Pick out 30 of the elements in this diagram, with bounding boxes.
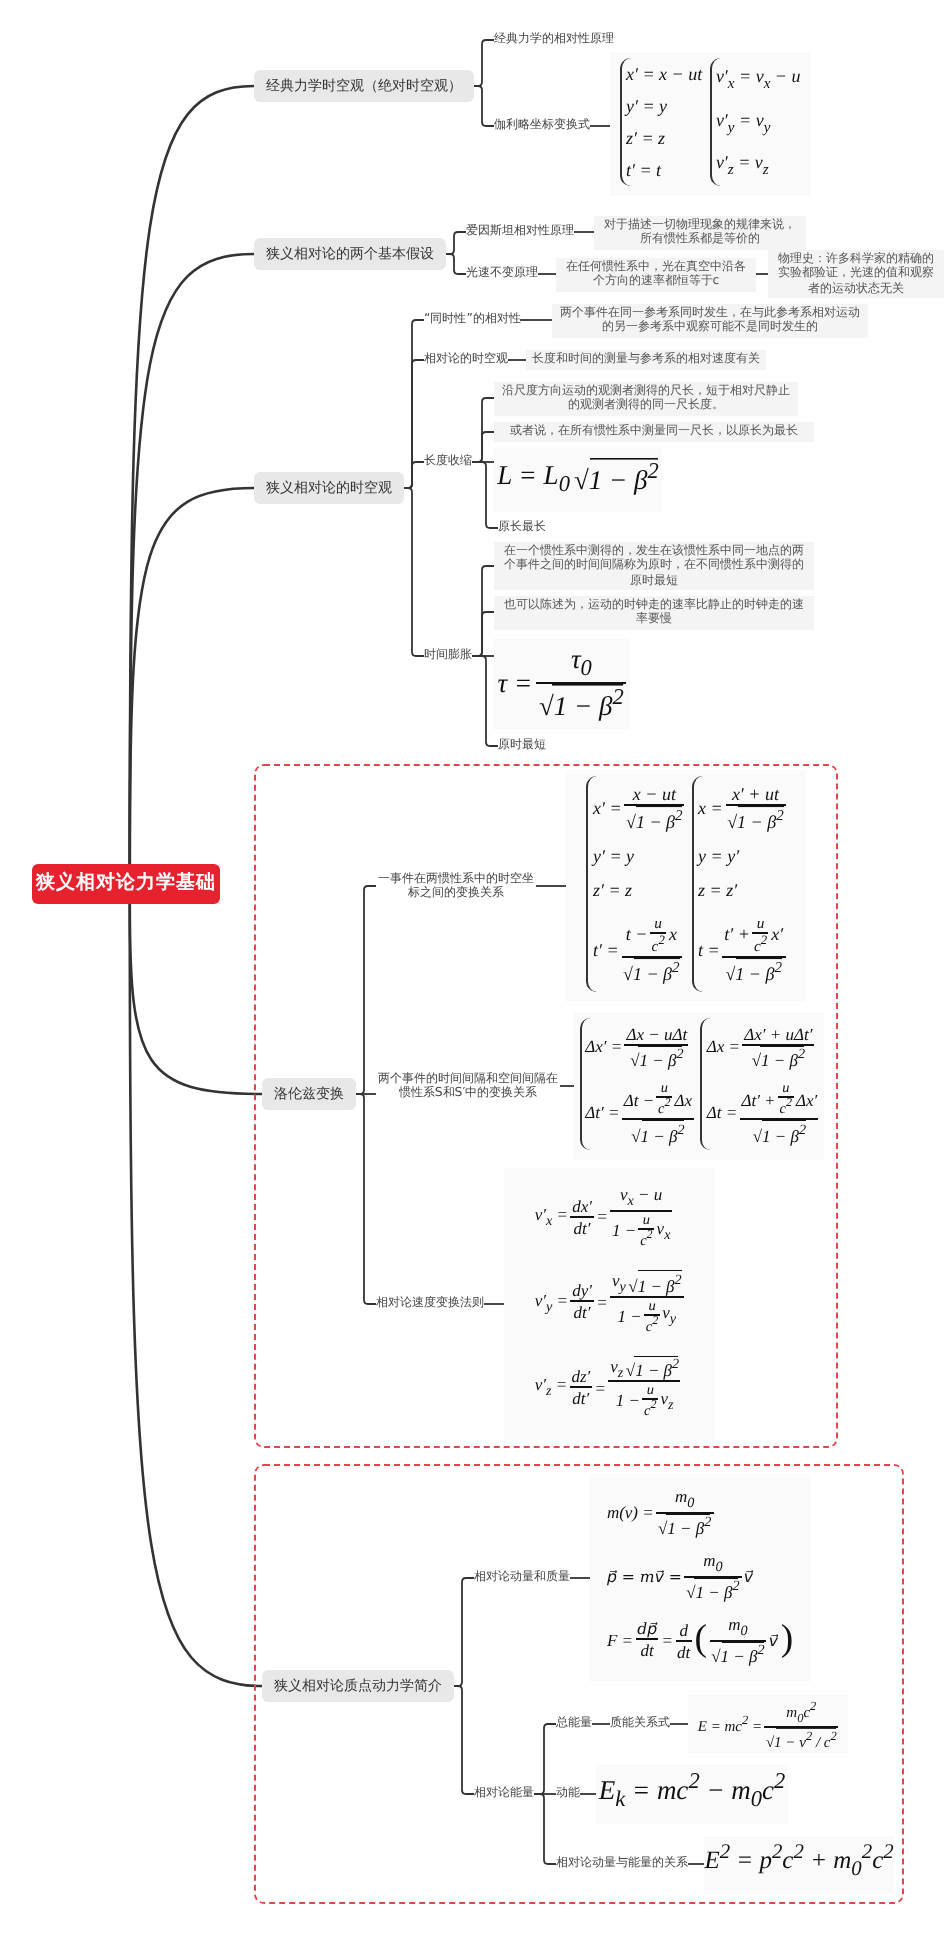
connector xyxy=(569,1577,591,1579)
formula-box: E$_{k}$ = mc$^{2}$ − m$_{0}$c$^{2}$ xyxy=(596,1764,788,1824)
connector xyxy=(483,1303,505,1305)
connector xyxy=(535,885,567,887)
formula-box: τ = τ$_{0}$ √1 − β$^{2}$ xyxy=(494,638,630,730)
connector xyxy=(519,319,553,321)
connector xyxy=(445,253,467,275)
connector xyxy=(669,1723,689,1725)
branch-curve xyxy=(128,486,255,864)
formula-box: L = L$_{0}$√1 − β$^{2}$ xyxy=(494,448,662,512)
connector xyxy=(591,1723,611,1725)
formula-box: E$^{2}$ = p$^{2}$c$^{2}$ + m$_{0}$$^{2}$c$^{2}$ xyxy=(704,1835,894,1893)
dashed-frame xyxy=(254,764,838,1448)
connector xyxy=(589,125,611,127)
connector xyxy=(755,273,769,275)
dashed-frame xyxy=(254,1464,904,1904)
connector xyxy=(453,1685,475,1795)
connector xyxy=(473,85,495,127)
branch-curve xyxy=(128,904,263,1688)
connector xyxy=(573,231,595,233)
connector xyxy=(559,1085,575,1087)
connector xyxy=(687,1863,705,1865)
central-topic: 狭义相对论力学基础 xyxy=(32,864,220,904)
connector xyxy=(537,273,557,275)
connector xyxy=(471,461,499,529)
connector xyxy=(579,1793,597,1795)
connector xyxy=(403,487,425,657)
formula-box: x′ = x − ut y′ = y z′ = z t′ = t v′$_{x}$ = v$_{x}$ − u v′$_{y}$ = v$_{y}$ v′$_{z}$ = v$_{z}$ xyxy=(610,52,810,196)
connector xyxy=(507,359,527,361)
connector xyxy=(355,1093,377,1305)
